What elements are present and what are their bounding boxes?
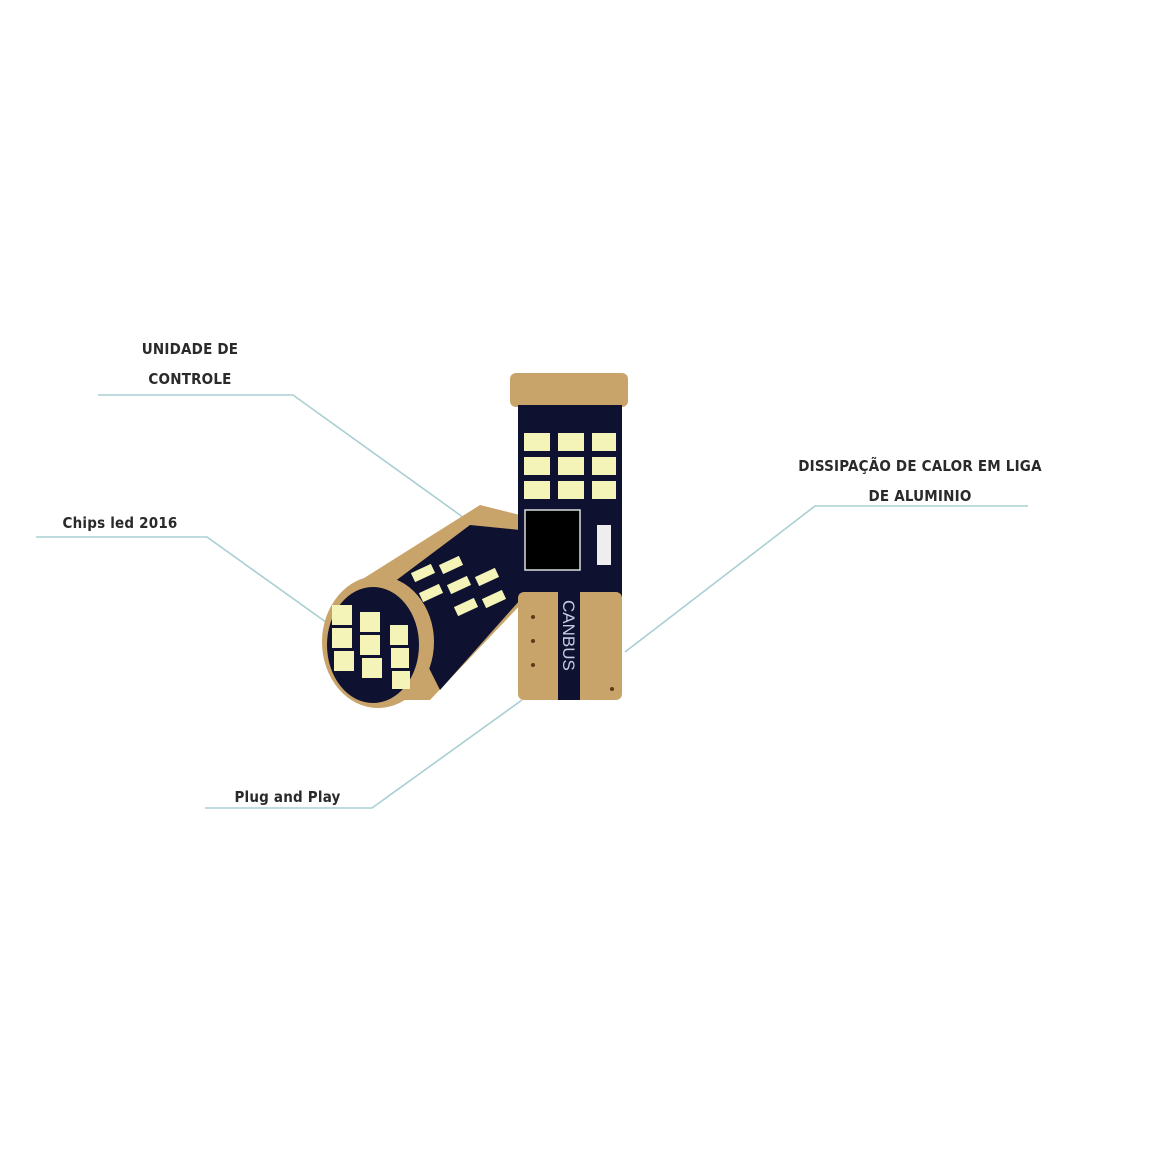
leader-line-control-unit xyxy=(98,394,479,529)
leader-line-chips xyxy=(36,536,331,626)
label-control-unit-line1: UNIDADE DE xyxy=(141,340,239,358)
label-plug-and-play: Plug and Play xyxy=(234,788,341,806)
leader-line-heat xyxy=(624,505,1028,653)
label-heat-dissipation: DISSIPAÇÃO DE CALOR EM LIGA DE ALUMINIO xyxy=(770,451,1070,511)
label-chips: Chips led 2016 xyxy=(62,514,178,532)
label-control-unit-line2: CONTROLE xyxy=(148,370,232,388)
leader-line-plug xyxy=(205,699,523,809)
left-bulb xyxy=(322,505,525,708)
canbus-text: CANBUS xyxy=(559,600,578,671)
label-heat-line1: DISSIPAÇÃO DE CALOR EM LIGA xyxy=(798,457,1042,475)
label-heat-line2: DE ALUMINIO xyxy=(868,487,972,505)
label-control-unit: UNIDADE DE CONTROLE xyxy=(120,334,260,394)
right-bulb: CANBUS xyxy=(510,373,628,700)
